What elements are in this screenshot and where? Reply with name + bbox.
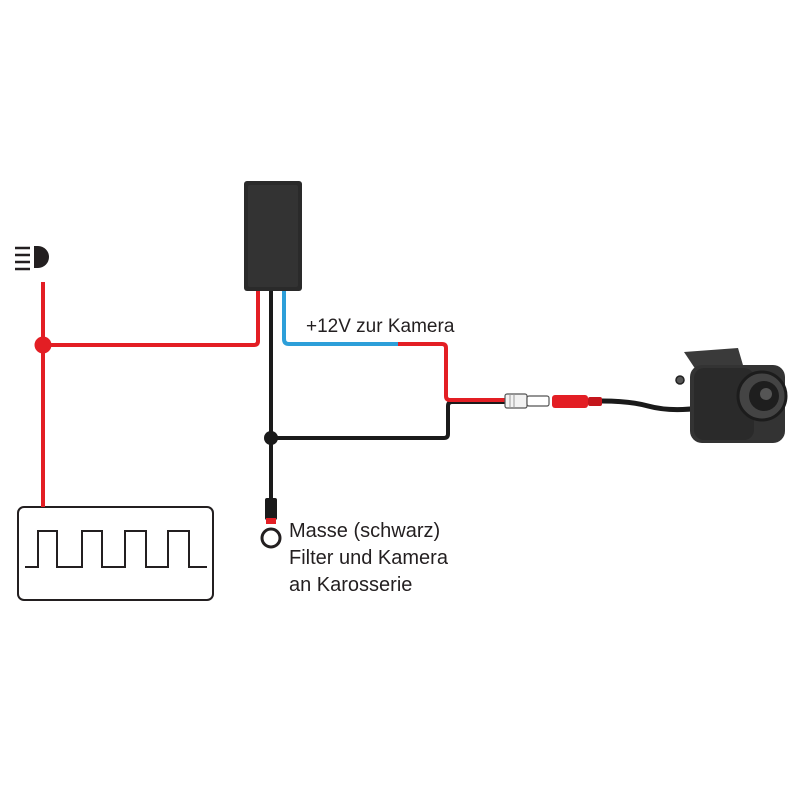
power-label: +12V zur Kamera [306,316,455,337]
square-wave-icon [17,506,214,601]
pulse-waveform [25,530,207,568]
ring-terminal-icon [260,498,282,549]
filter-module-icon [244,181,302,291]
black-wire-to-camera [271,400,505,440]
blue-wire-12v [282,289,398,346]
red-wire-to-filter [43,289,260,347]
red-wire-12v [398,342,505,402]
red-connector [552,395,602,408]
ground-label-line1: Masse (schwarz) [289,520,440,542]
ground-label-line3: an Karosserie [289,574,412,596]
reverse-camera-icon [675,348,788,443]
black-junction [264,431,278,445]
red-junction [34,336,52,354]
headlight-icon [15,246,49,271]
camera-cable [601,398,701,413]
white-connector [504,393,550,409]
ground-label-line2: Filter und Kamera [289,547,449,569]
